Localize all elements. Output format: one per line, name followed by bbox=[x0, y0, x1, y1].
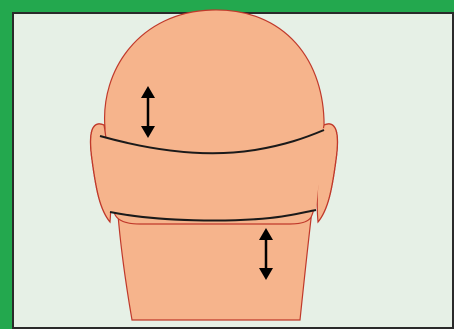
neck bbox=[118, 210, 312, 320]
